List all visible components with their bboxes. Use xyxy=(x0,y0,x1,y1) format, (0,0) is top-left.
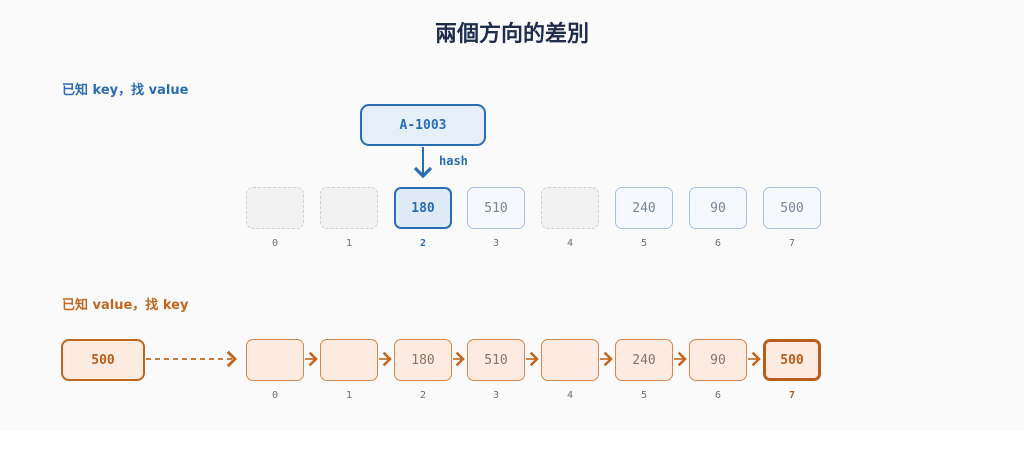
top-index-4: 4 xyxy=(566,238,574,249)
top-index-2: 2 xyxy=(419,238,427,249)
diagram-canvas: 兩個方向的差別 已知 key，找 value A-1003 hash 180 5… xyxy=(61,22,821,401)
bottom-cell-1 xyxy=(320,339,378,381)
diagram-title: 兩個方向的差別 xyxy=(434,22,589,47)
arrows-layer xyxy=(146,147,761,368)
bottom-section-label: 已知 value，找 key xyxy=(62,298,189,313)
top-cell-3: 510 xyxy=(467,187,525,229)
top-cell-1 xyxy=(320,187,378,229)
bottom-index-6: 6 xyxy=(714,390,722,401)
top-index-5: 5 xyxy=(640,238,648,249)
top-index-1: 1 xyxy=(345,238,353,249)
top-cell-0 xyxy=(246,187,304,229)
top-index-3: 3 xyxy=(492,238,500,249)
top-cell-6: 90 xyxy=(689,187,747,229)
bottom-index-1: 1 xyxy=(345,390,353,401)
bottom-cell-7-highlighted: 500 xyxy=(763,339,821,381)
top-cell-5: 240 xyxy=(615,187,673,229)
bottom-cell-5: 240 xyxy=(615,339,673,381)
bottom-index-5: 5 xyxy=(640,390,648,401)
top-section-label: 已知 key，找 value xyxy=(62,83,189,98)
bottom-cell-0 xyxy=(246,339,304,381)
top-index-0: 0 xyxy=(271,238,279,249)
bottom-index-0: 0 xyxy=(271,390,279,401)
search-value-box: 500 xyxy=(61,339,145,381)
bottom-index-2: 2 xyxy=(419,390,427,401)
top-cell-4 xyxy=(541,187,599,229)
bottom-index-4: 4 xyxy=(566,390,574,401)
top-cell-2-highlighted: 180 xyxy=(394,187,452,229)
bottom-cell-2: 180 xyxy=(394,339,452,381)
bottom-cell-4 xyxy=(541,339,599,381)
top-index-6: 6 xyxy=(714,238,722,249)
bottom-index-3: 3 xyxy=(492,390,500,401)
top-cell-7: 500 xyxy=(763,187,821,229)
bottom-index-7: 7 xyxy=(788,390,796,401)
bottom-cell-3: 510 xyxy=(467,339,525,381)
hash-label: hash xyxy=(439,154,468,168)
top-index-7: 7 xyxy=(788,238,796,249)
key-box: A-1003 xyxy=(360,104,486,146)
bottom-cell-6: 90 xyxy=(689,339,747,381)
